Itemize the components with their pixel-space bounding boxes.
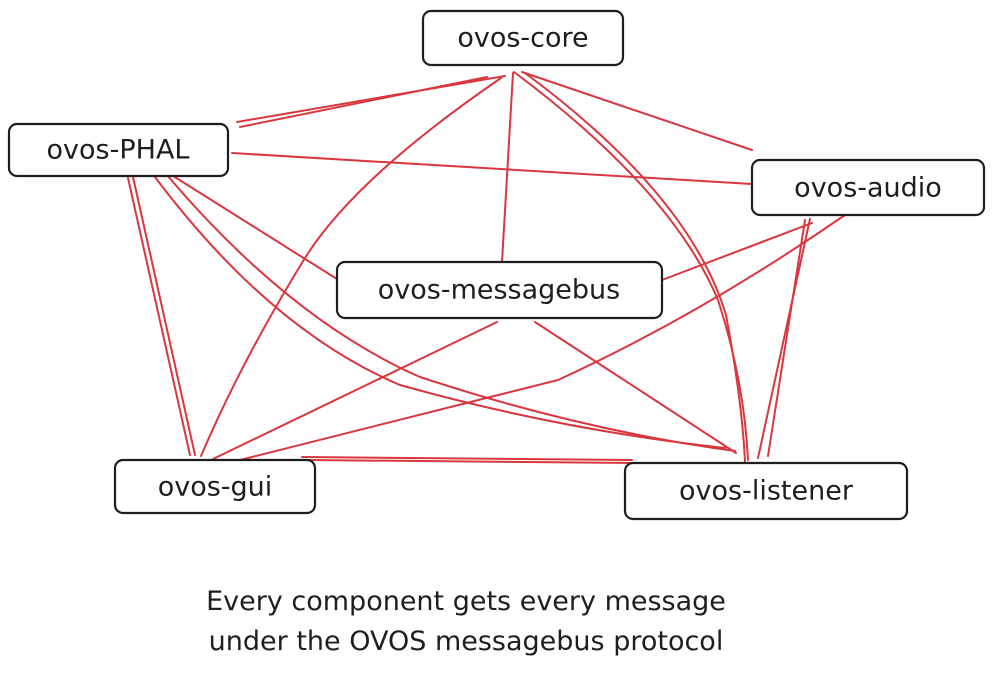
caption: Every component gets every message under… — [206, 586, 726, 657]
node-box — [335, 260, 664, 320]
node-box — [7, 122, 230, 178]
connection-lines — [127, 71, 846, 464]
node-label-core: ovos-core — [457, 23, 588, 54]
link-phal-core-2 — [236, 75, 506, 123]
node-ovos-phal: ovos-PHAL — [7, 122, 230, 178]
link-gui-listener-2 — [304, 459, 641, 464]
node-ovos-core: ovos-core — [421, 9, 625, 67]
node-ovos-audio: ovos-audio — [750, 158, 986, 217]
node-ovos-messagebus: ovos-messagebus — [335, 260, 664, 320]
link-phal-gui — [127, 177, 191, 456]
node-label-listener: ovos-listener — [679, 476, 854, 507]
caption-line-2: under the OVOS messagebus protocol — [209, 626, 724, 657]
node-ovos-listener: ovos-listener — [623, 461, 909, 521]
node-label-phal: ovos-PHAL — [47, 135, 190, 166]
link-core-listener — [513, 71, 749, 461]
node-ovos-gui: ovos-gui — [113, 458, 317, 515]
link-audio-listener-2 — [767, 219, 806, 457]
link-core-audio — [521, 71, 753, 151]
link-core-listener-2 — [524, 72, 746, 463]
node-label-gui: ovos-gui — [158, 472, 273, 503]
node-box — [421, 9, 625, 67]
link-phal-listener-2 — [166, 174, 736, 452]
link-messagebus-listener — [534, 321, 737, 454]
link-phal-listener — [154, 176, 726, 449]
link-messagebus-gui — [212, 321, 498, 460]
link-gui-listener — [301, 456, 633, 461]
link-messagebus-audio — [661, 222, 813, 281]
link-core-messagebus — [501, 72, 514, 263]
node-box — [623, 461, 909, 521]
link-audio-listener — [757, 218, 811, 459]
link-audio-gui — [239, 214, 846, 461]
link-phal-gui-2 — [132, 176, 196, 456]
node-box — [750, 158, 986, 217]
node-box — [113, 458, 317, 515]
link-phal-audio — [231, 152, 753, 185]
caption-line-1: Every component gets every message — [206, 586, 726, 617]
node-label-messagebus: ovos-messagebus — [378, 275, 621, 306]
link-phal-messagebus — [169, 173, 338, 280]
node-label-audio: ovos-audio — [794, 173, 942, 204]
